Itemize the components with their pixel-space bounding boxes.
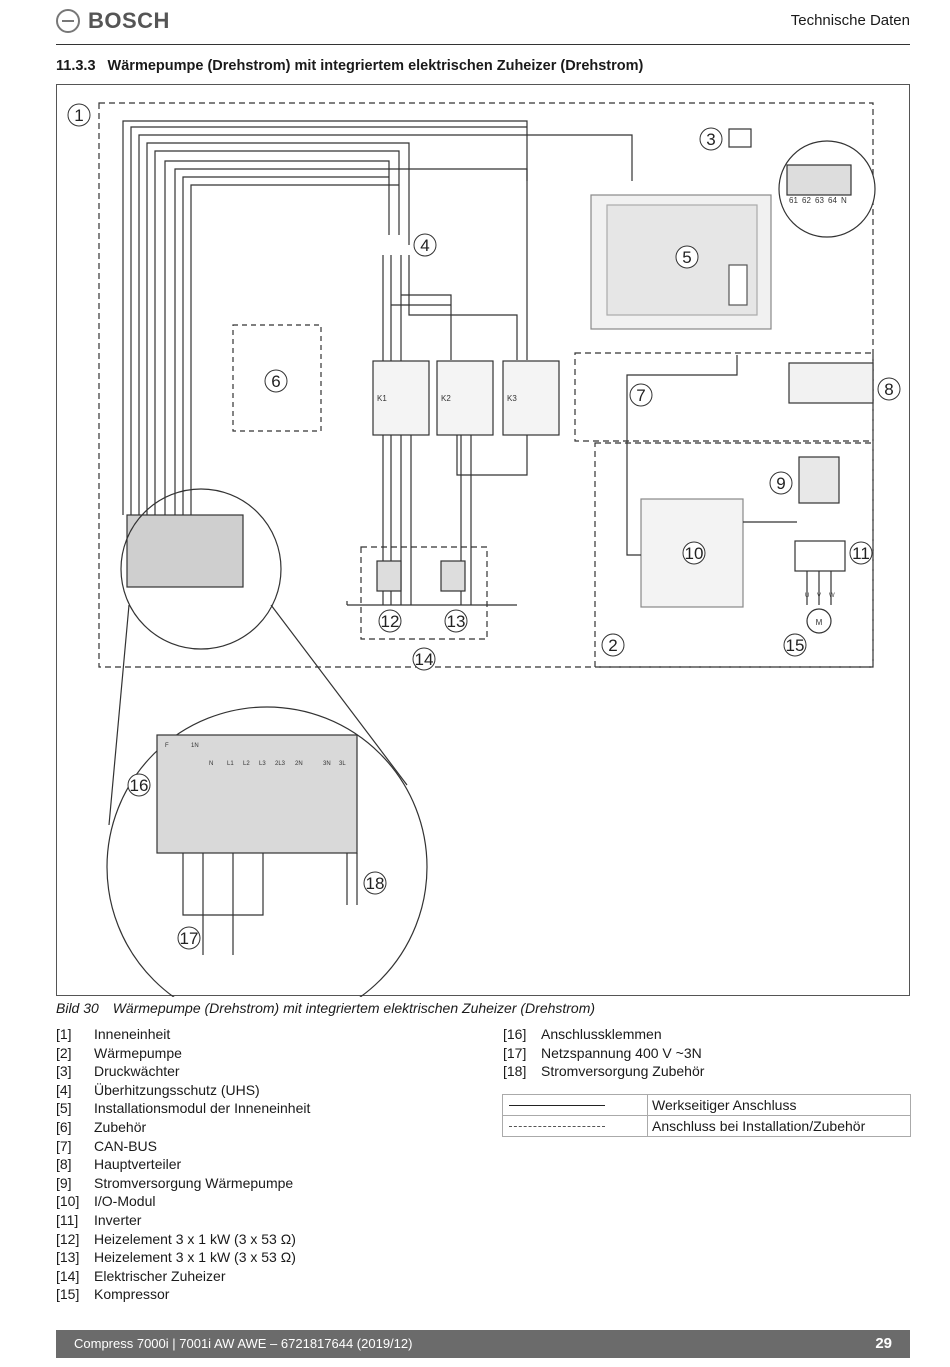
legend-item: [11]Inverter [56,1211,142,1228]
terminal-63: 63 [815,196,824,205]
strip-l3: L3 [259,761,266,767]
inverter [794,540,846,572]
line-legend-row: Anschluss bei Installation/Zubehör [502,1115,911,1137]
legend-item: [6]Zubehör [56,1118,147,1135]
solid-line-sample [509,1104,605,1106]
legend-item: [18]Stromversorgung Zubehör [503,1063,705,1080]
legend-item: [3]Druckwächter [56,1063,180,1080]
document-id: Compress 7000i | 7001i AW AWE – 67218176… [74,1336,413,1351]
section-number: 11.3.3 [56,58,96,74]
legend-item: [1]Inneneinheit [56,1026,171,1042]
callout-8: 8 [884,380,893,399]
compressor-motor [806,608,832,634]
legend-item: [10]I/O-Modul [56,1193,156,1210]
brand-name: BOSCH [88,8,170,33]
dashed-line-sample [509,1125,605,1127]
contactor-k2-label: K2 [441,394,451,403]
callout-3: 3 [706,130,715,149]
phase-v: V [817,593,821,599]
callout-15: 15 [786,636,805,655]
line-style-legend: Werkseitiger Anschluss Anschluss bei Ins… [502,1094,911,1137]
legend-item: [13]Heizelement 3 x 1 kW (3 x 53 Ω) [56,1249,296,1266]
legend-left: [1]Inneneinheit [2]Wärmepumpe [3]Druckwä… [56,1025,310,1304]
strip-1n: 1N [191,743,199,749]
legend-item: [14]Elektrischer Zuheizer [56,1267,226,1284]
legend-item: [2]Wärmepumpe [56,1044,182,1061]
motor-symbol: M [816,618,823,627]
legend-item: [12]Heizelement 3 x 1 kW (3 x 53 Ω) [56,1230,296,1247]
callout-14: 14 [415,650,434,669]
strip-2n: 2N [295,761,303,767]
legend-item: [5]Installationsmodul der Inneneinheit [56,1100,311,1117]
figure-number: Bild 30 [56,1000,99,1016]
section-label: Technische Daten [790,12,910,29]
callout-12: 12 [381,612,400,631]
callout-18: 18 [366,874,385,893]
terminal-64: 64 [828,196,837,205]
line-legend-row: Werkseitiger Anschluss [502,1094,911,1116]
callout-5: 5 [682,248,691,267]
section-heading: 11.3.3 Wärmepumpe (Drehstrom) mit integr… [56,58,643,74]
callout-2: 2 [608,636,617,655]
strip-3l: 3L [339,761,346,767]
terminal-61: 61 [789,196,798,205]
terminal-62: 62 [802,196,811,205]
page-header: BOSCH Technische Daten [0,0,950,48]
legend-item: [8]Hauptverteiler [56,1156,182,1173]
heat-pump-box [594,442,874,668]
terminal-n: N [841,196,847,205]
caption-text: Wärmepumpe (Drehstrom) mit integriertem … [112,1000,596,1016]
hp-power-terminals [798,456,840,504]
callout-6: 6 [271,372,280,391]
legend-item: [15]Kompressor [56,1286,170,1303]
header-divider [56,44,910,45]
page-number: 29 [875,1335,892,1352]
phase-w: W [829,593,835,599]
legend-item: [7]CAN-BUS [56,1137,158,1154]
contactor-k3-label: K3 [507,394,517,403]
wiring-diagram: 1 2 3 4 5 6 7 8 9 10 11 12 13 14 15 16 1… [56,84,910,997]
legend-item: [9]Stromversorgung Wärmepumpe [56,1174,294,1191]
contactor-k1 [372,360,430,436]
contactor-k3 [502,360,560,436]
strip-l2: L2 [243,761,250,767]
page-footer: Compress 7000i | 7001i AW AWE – 67218176… [56,1330,910,1358]
strip-n: N [209,761,213,767]
section-title: Wärmepumpe (Drehstrom) mit integriertem … [107,58,644,74]
heater-box [360,546,488,640]
callout-10: 10 [685,544,704,563]
strip-2l3: 2L3 [275,761,286,767]
io-module [640,498,744,608]
contactor-k2 [436,360,494,436]
terminal-strip-zoom [156,734,358,854]
legend-item: [16]Anschlussklemmen [503,1026,662,1042]
phase-u: U [805,593,809,599]
figure-caption: Bild 30 Wärmepumpe (Drehstrom) mit integ… [56,1000,595,1016]
wiring-diagram-svg: 1 2 3 4 5 6 7 8 9 10 11 12 13 14 15 16 1… [67,102,901,997]
legend-item: [17]Netzspannung 400 V ~3N [503,1044,702,1061]
legend-item: [4]Überhitzungsschutz (UHS) [56,1081,260,1098]
strip-l1: L1 [227,761,234,767]
line-legend-text: Werkseitiger Anschluss [647,1094,911,1116]
bosch-logo-icon [56,9,80,33]
callout-16: 16 [130,776,149,795]
callout-17: 17 [180,929,199,948]
callout-4: 4 [420,236,429,255]
strip-f: F [165,743,169,749]
callout-11: 11 [852,544,870,563]
main-distributor [788,362,874,404]
callout-1: 1 [74,106,83,125]
brand-logo: BOSCH [56,8,170,34]
callout-7: 7 [636,386,645,405]
contactor-k1-label: K1 [377,394,387,403]
accessory-box [232,324,322,432]
line-legend-text: Anschluss bei Installation/Zubehör [647,1115,911,1137]
strip-3n: 3N [323,761,331,767]
legend-right: [16]Anschlussklemmen [17]Netzspannung 40… [503,1025,704,1081]
callout-9: 9 [776,474,785,493]
callout-13: 13 [447,612,466,631]
